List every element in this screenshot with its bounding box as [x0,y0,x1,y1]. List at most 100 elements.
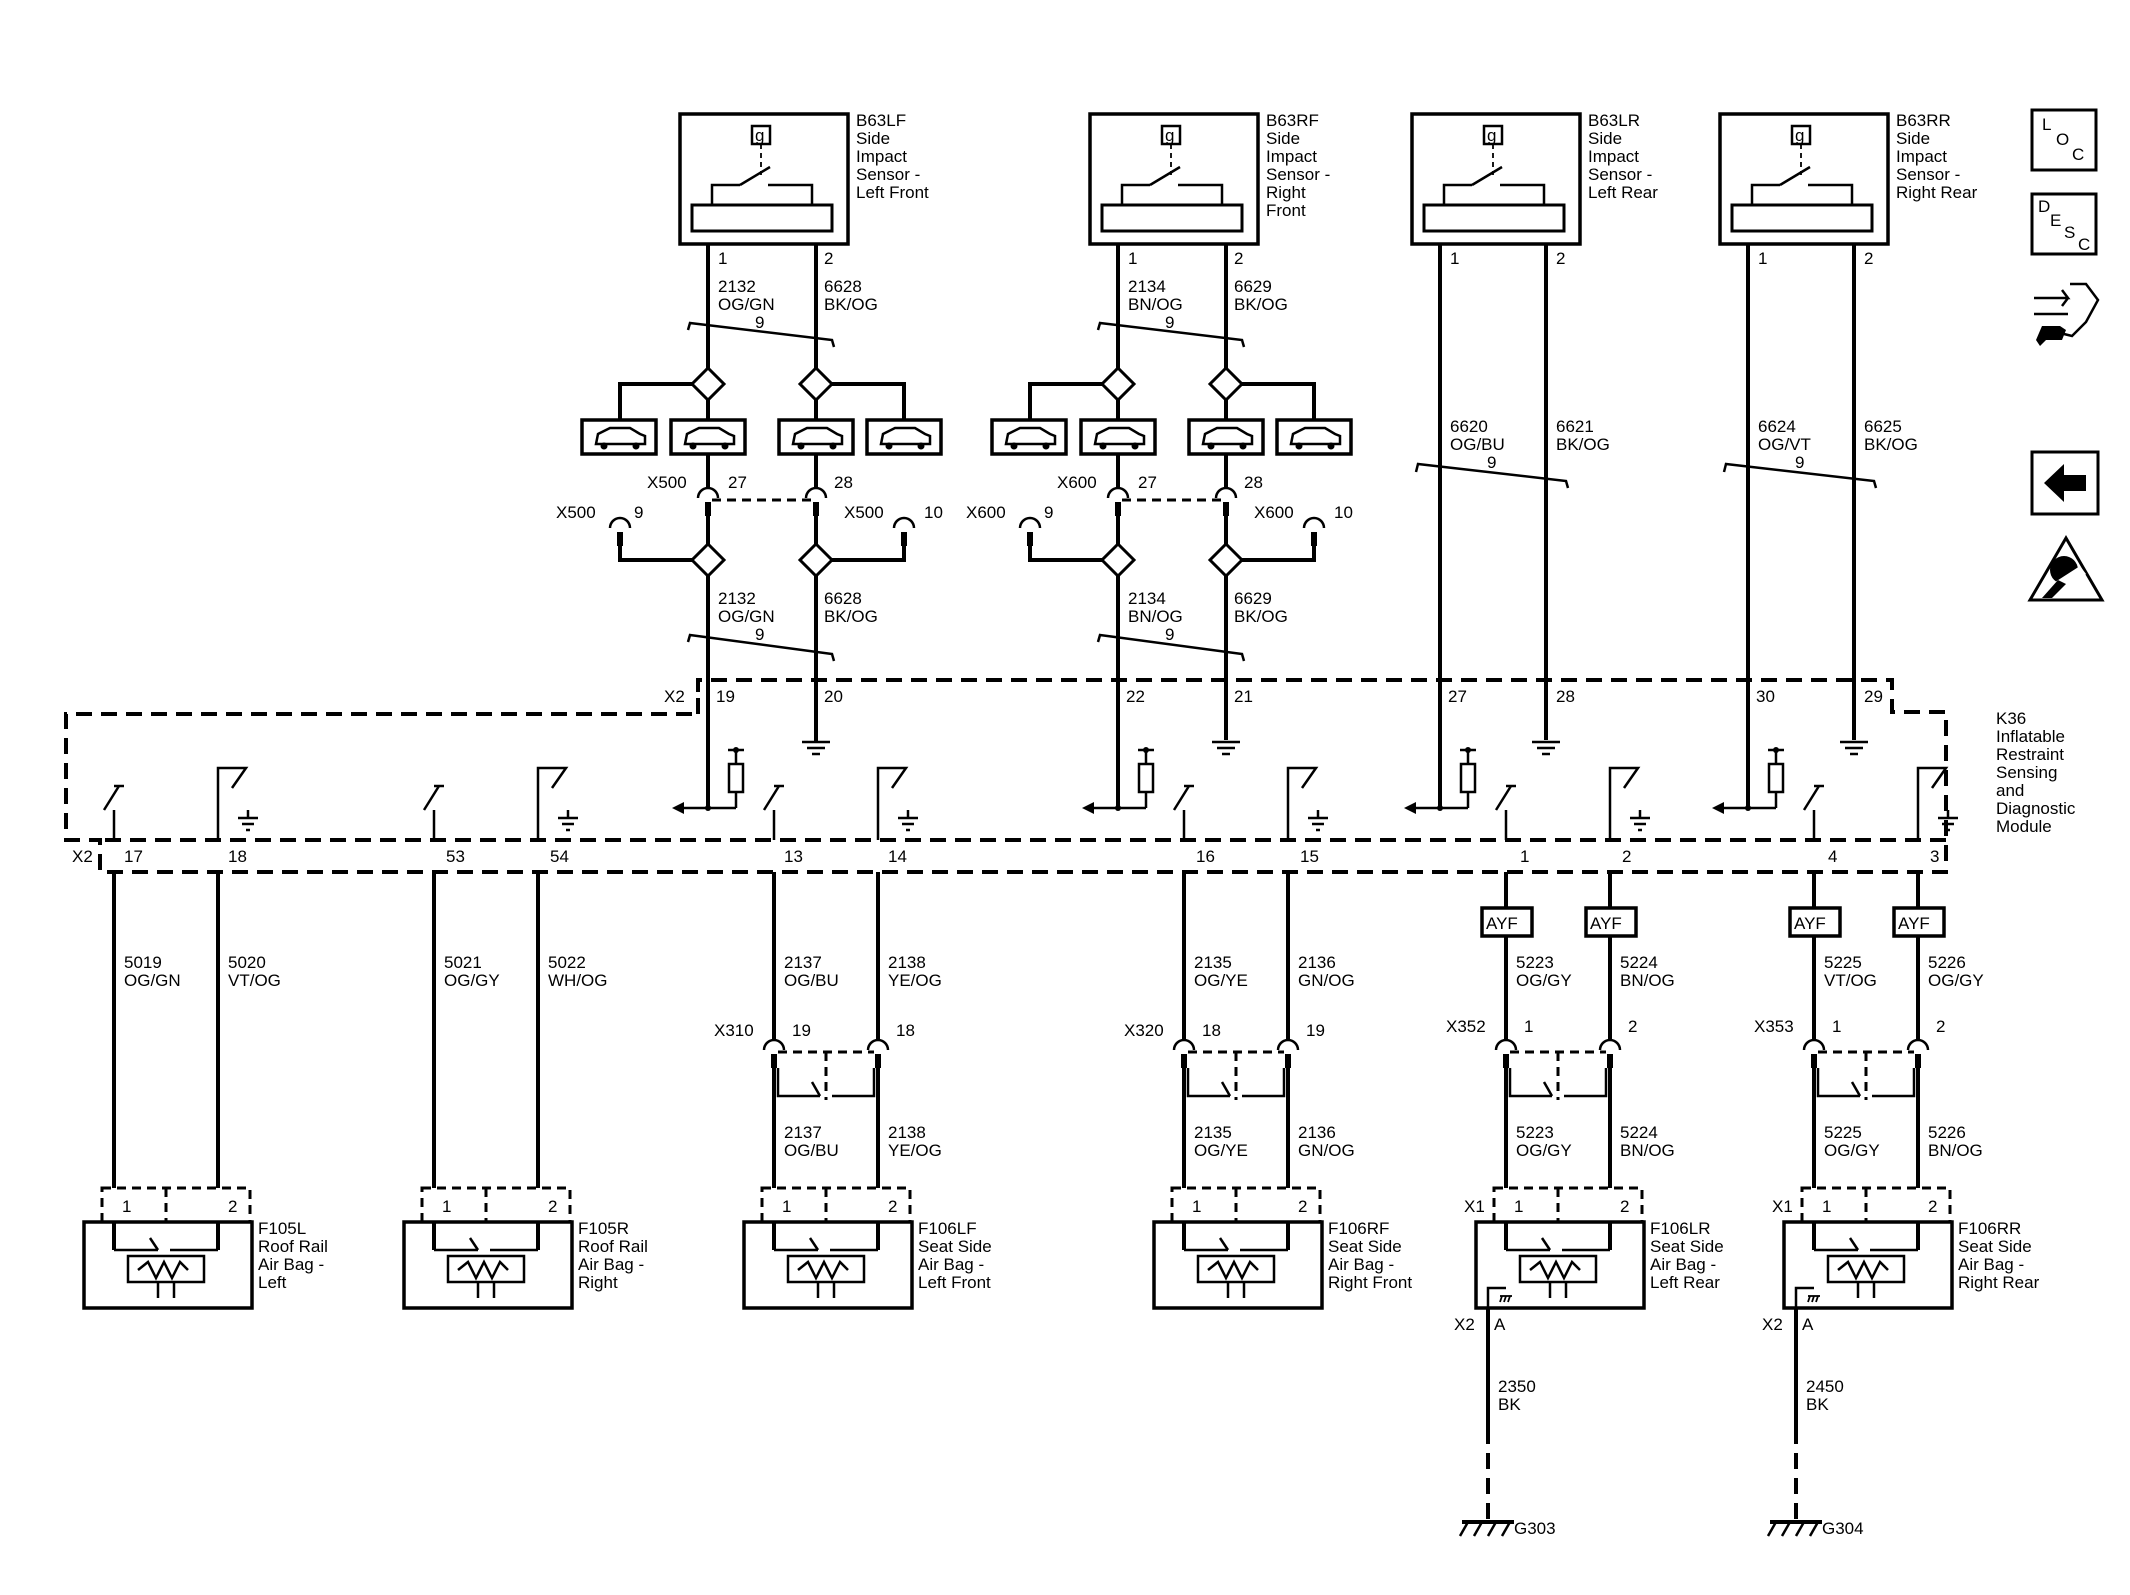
svg-text:Right: Right [1266,183,1306,202]
svg-text:16: 16 [1196,847,1215,866]
ground-g303: 2350 BK G303 [1458,1308,1556,1538]
svg-text:BK/OG: BK/OG [1234,607,1288,626]
svg-text:Left Rear: Left Rear [1588,183,1658,202]
svg-text:6625: 6625 [1864,417,1902,436]
svg-text:g: g [1165,126,1174,145]
svg-text:C: C [2078,235,2090,254]
svg-text:6628: 6628 [824,589,862,608]
svg-text:9: 9 [1165,625,1174,644]
module-deploy-switches [102,766,1958,840]
feed-f106lr: AYF AYF 5223 OG/GY 5224 BN/OG X352 1 2 5… [1446,872,1675,1188]
svg-text:22: 22 [1126,687,1145,706]
svg-text:1: 1 [782,1197,791,1216]
svg-text:Roof Rail: Roof Rail [578,1237,648,1256]
svg-text:OG/GY: OG/GY [1516,1141,1572,1160]
svg-text:2: 2 [1864,249,1873,268]
svg-text:BK/OG: BK/OG [824,295,878,314]
svg-text:F105L: F105L [258,1219,306,1238]
harness-b63rr: 1 2 6624 OG/VT 9 6625 BK/OG [1722,244,1918,808]
svg-text:Sensor -: Sensor - [1266,165,1330,184]
svg-text:3: 3 [1930,847,1939,866]
svg-text:g: g [1487,126,1496,145]
svg-text:X2: X2 [664,687,685,706]
svg-text:54: 54 [550,847,569,866]
sensor-b63lf: g B63LF Side Impact Sensor - Left Front [678,111,929,246]
svg-text:X2: X2 [1454,1315,1475,1334]
loc-button[interactable]: L O C [2030,108,2098,172]
svg-text:OG/YE: OG/YE [1194,1141,1248,1160]
svg-text:19: 19 [792,1021,811,1040]
svg-text:OG/BU: OG/BU [1450,435,1505,454]
svg-text:OG/GY: OG/GY [1824,1141,1880,1160]
svg-text:L: L [2042,115,2051,134]
svg-text:Sensing: Sensing [1996,763,2057,782]
svg-text:AYF: AYF [1794,914,1826,933]
svg-text:2450: 2450 [1806,1377,1844,1396]
svg-text:5022: 5022 [548,953,586,972]
svg-text:2: 2 [1928,1197,1937,1216]
svg-text:20: 20 [824,687,843,706]
svg-text:Left Rear: Left Rear [1650,1273,1720,1292]
feed-f106rr: AYF AYF 5225 VT/OG 5226 OG/GY X353 1 2 5… [1754,872,1984,1188]
feed-f106rf: 2135 OG/YE 2136 GN/OG X320 18 19 2135 OG… [1124,872,1355,1188]
svg-text:15: 15 [1300,847,1319,866]
car-option-icon [580,418,658,456]
svg-text:2: 2 [1234,249,1243,268]
svg-text:2138: 2138 [888,953,926,972]
svg-text:Module: Module [1996,817,2052,836]
connector-end-view-icon[interactable] [2034,282,2100,346]
svg-text:F106LF: F106LF [918,1219,977,1238]
feed-f105l: 5019 OG/GN 5020 VT/OG [112,872,281,1188]
svg-text:Front: Front [1266,201,1306,220]
svg-text:Restraint: Restraint [1996,745,2064,764]
svg-text:5225: 5225 [1824,953,1862,972]
svg-text:5224: 5224 [1620,1123,1658,1142]
svg-text:5226: 5226 [1928,953,1966,972]
svg-text:F106RR: F106RR [1958,1219,2021,1238]
svg-text:9: 9 [755,313,764,332]
car-option-icon [990,418,1068,456]
svg-text:2132: 2132 [718,589,756,608]
svg-text:X500: X500 [647,473,687,492]
svg-text:X2: X2 [1762,1315,1783,1334]
svg-text:2: 2 [1556,249,1565,268]
sensor-b63rf: g B63RF Side Impact Sensor - Right Front [1088,111,1330,246]
svg-text:2135: 2135 [1194,1123,1232,1142]
svg-text:10: 10 [924,503,943,522]
svg-text:29: 29 [1864,687,1883,706]
back-arrow-icon[interactable] [2030,450,2100,516]
harness-b63rf: 1 2 2134 BN/OG 9 6629 BK/OG X600 27 28 X… [966,244,1353,808]
svg-text:5020: 5020 [228,953,266,972]
svg-text:g: g [755,126,764,145]
feed-f106lf: 2137 OG/BU 2138 YE/OG X310 19 18 2137 OG… [714,872,942,1188]
svg-text:OG/GN: OG/GN [124,971,181,990]
svg-text:1: 1 [1514,1197,1523,1216]
svg-text:Inflatable: Inflatable [1996,727,2065,746]
svg-text:D: D [2038,197,2050,216]
module-k36: K36 Inflatable Restraint Sensing and Dia… [64,678,2076,874]
svg-text:OG/VT: OG/VT [1758,435,1811,454]
car-option-icon [669,418,747,456]
airbag-f105l: 1 2 F105L Roof Rail Air Bag - Left [82,1186,328,1310]
svg-text:Left Front: Left Front [918,1273,991,1292]
desc-button[interactable]: D E S C [2030,192,2098,256]
svg-text:1: 1 [1822,1197,1831,1216]
svg-text:Right Rear: Right Rear [1958,1273,2040,1292]
svg-text:9: 9 [1044,503,1053,522]
svg-text:YE/OG: YE/OG [888,971,942,990]
svg-text:19: 19 [716,687,735,706]
svg-text:17: 17 [124,847,143,866]
svg-text:21: 21 [1234,687,1253,706]
svg-text:Air Bag -: Air Bag - [1958,1255,2024,1274]
svg-text:B63LR: B63LR [1588,111,1640,130]
svg-text:OG/GN: OG/GN [718,607,775,626]
svg-text:O: O [2056,130,2069,149]
svg-text:2: 2 [888,1197,897,1216]
svg-text:1: 1 [1758,249,1767,268]
svg-text:27: 27 [1448,687,1467,706]
svg-text:2: 2 [1936,1017,1945,1036]
svg-text:Left: Left [258,1273,287,1292]
svg-text:2137: 2137 [784,953,822,972]
airbag-f106lf: 1 2 F106LF Seat Side Air Bag - Left Fron… [742,1186,992,1310]
svg-text:Air Bag -: Air Bag - [258,1255,324,1274]
